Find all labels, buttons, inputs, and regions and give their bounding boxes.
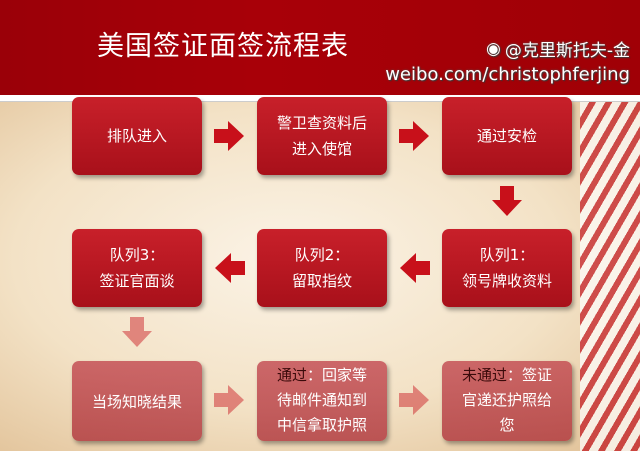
arrow-left-icon (400, 253, 430, 283)
arrow-left-icon (215, 253, 245, 283)
step-text: 中信拿取护照 (276, 416, 367, 434)
step-text: 队列3： (109, 246, 165, 264)
watermark-handle: @克里斯托夫-金 (504, 41, 630, 61)
slide-title: 美国签证面签流程表 (97, 31, 349, 62)
step-text: 警卫查资料后 (276, 114, 367, 132)
step-4: 队列1： 领号牌收资料 (442, 229, 572, 307)
flag-decoration (580, 102, 640, 451)
arrow-right-icon (214, 121, 244, 151)
step-6: 队列3： 签证官面谈 (72, 229, 202, 307)
slide-header: 美国签证面签流程表 (0, 0, 640, 95)
step-text: 通过安检 (476, 127, 537, 145)
step-1: 排队进入 (72, 97, 202, 175)
step-text: 留取指纹 (291, 272, 352, 290)
step-text: 官递还护照给 (461, 391, 552, 409)
watermark-url-line: weibo.com/christophferjing (385, 64, 630, 85)
watermark: ◉ @克里斯托夫-金 (486, 36, 630, 62)
step-text: 当场知晓结果 (91, 392, 182, 411)
step-9: 未通过：签证官递还护照给您 (442, 361, 572, 441)
weibo-logo-icon: ◉ (486, 38, 501, 59)
step-5: 队列2： 留取指纹 (257, 229, 387, 307)
step-8: 通过：回家等待邮件通知到中信拿取护照 (257, 361, 387, 441)
step-head: 通过 (276, 366, 307, 384)
step-text: ：签证 (507, 366, 553, 384)
step-text: 进入使馆 (291, 140, 352, 158)
step-text: 待邮件通知到 (276, 391, 367, 409)
step-text: 排队进入 (106, 127, 167, 145)
step-7: 当场知晓结果 (72, 361, 202, 441)
arrow-right-icon (399, 121, 429, 151)
step-text: ：回家等 (307, 366, 368, 384)
step-text: 您 (499, 416, 515, 434)
step-text: 签证官面谈 (99, 272, 175, 290)
step-2: 警卫查资料后进入使馆 (257, 97, 387, 175)
step-3: 通过安检 (442, 97, 572, 175)
step-text: 队列1： (479, 246, 535, 264)
step-text: 领号牌收资料 (461, 272, 552, 290)
arrow-right-icon (399, 385, 429, 415)
watermark-url: weibo.com/christophferjing (385, 64, 630, 85)
step-head: 未通过 (461, 366, 507, 384)
arrow-down-icon (492, 186, 522, 216)
step-text: 队列2： (294, 246, 350, 264)
arrow-right-icon (214, 385, 244, 415)
arrow-down-icon (122, 317, 152, 347)
